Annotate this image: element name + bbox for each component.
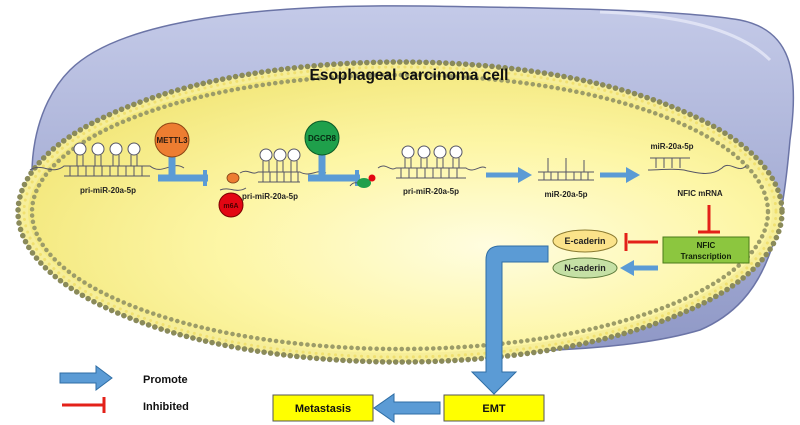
emt-label: EMT: [482, 403, 506, 415]
metastasis-label: Metastasis: [295, 403, 351, 415]
n-cadherin-label: N-caderin: [564, 263, 606, 273]
promote-arrow-to-metastasis: [373, 393, 441, 423]
m6a-label: m6A: [223, 203, 238, 210]
m6a-tail: [219, 187, 247, 191]
pri-mirna-label-3: pri-miR-20a-5p: [403, 187, 459, 196]
dgcr8-node: [304, 120, 340, 156]
legend-inhibited-label: Inhibited: [143, 401, 189, 413]
mature-mirna-duplex: [538, 158, 594, 181]
m6a-cap: [226, 172, 240, 184]
emt-box: [443, 394, 545, 422]
pri-mirna-hairpin-3: [377, 145, 487, 179]
e-cadherin-label: E-caderin: [564, 236, 605, 246]
pri-mirna-label-2: pri-miR-20a-5p: [242, 192, 298, 201]
promote-arrow-to-mature-head: [518, 167, 532, 183]
processing-complex-red: [368, 174, 376, 182]
bound-mirna-label: miR-20a-5p: [650, 142, 693, 151]
nfic-mrna-label: NFIC mRNA: [677, 189, 723, 198]
nfic-transcription-line2: Transcription: [681, 252, 732, 261]
mettl3-label: METTL3: [156, 136, 188, 145]
mature-mirna-label: miR-20a-5p: [544, 190, 587, 199]
legend-promote-arrow: [59, 365, 113, 391]
nfic-transcription-box: [662, 236, 750, 264]
dgcr8-label: DGCR8: [308, 134, 337, 143]
promote-arrow-to-emt: [470, 245, 549, 395]
cell-membrane-beads: [22, 65, 778, 359]
tissue-highlight: [599, 10, 772, 62]
pri-mirna-hairpin-1: [29, 142, 185, 177]
promote-arrow-n-cadherin-head: [620, 260, 634, 276]
cell-title: Esophageal carcinoma cell: [309, 67, 508, 84]
n-cadherin-node: [552, 257, 618, 279]
nfic-transcription-line1: NFIC: [697, 241, 716, 250]
m6a-node: [218, 192, 244, 218]
pri-mirna-hairpin-2: [239, 148, 327, 183]
legend-promote-label: Promote: [143, 374, 188, 386]
processing-complex-green: [357, 178, 371, 188]
cell-body: [28, 71, 772, 353]
metastasis-box: [272, 394, 374, 422]
mirna-mrna-binding: [647, 157, 747, 174]
cell-membrane-inner: [29, 72, 771, 352]
mettl3-node: [154, 122, 190, 158]
e-cadherin-node: [552, 229, 618, 253]
promote-arrow-to-mrna-head: [626, 167, 640, 183]
pri-mirna-label-1: pri-miR-20a-5p: [80, 186, 136, 195]
